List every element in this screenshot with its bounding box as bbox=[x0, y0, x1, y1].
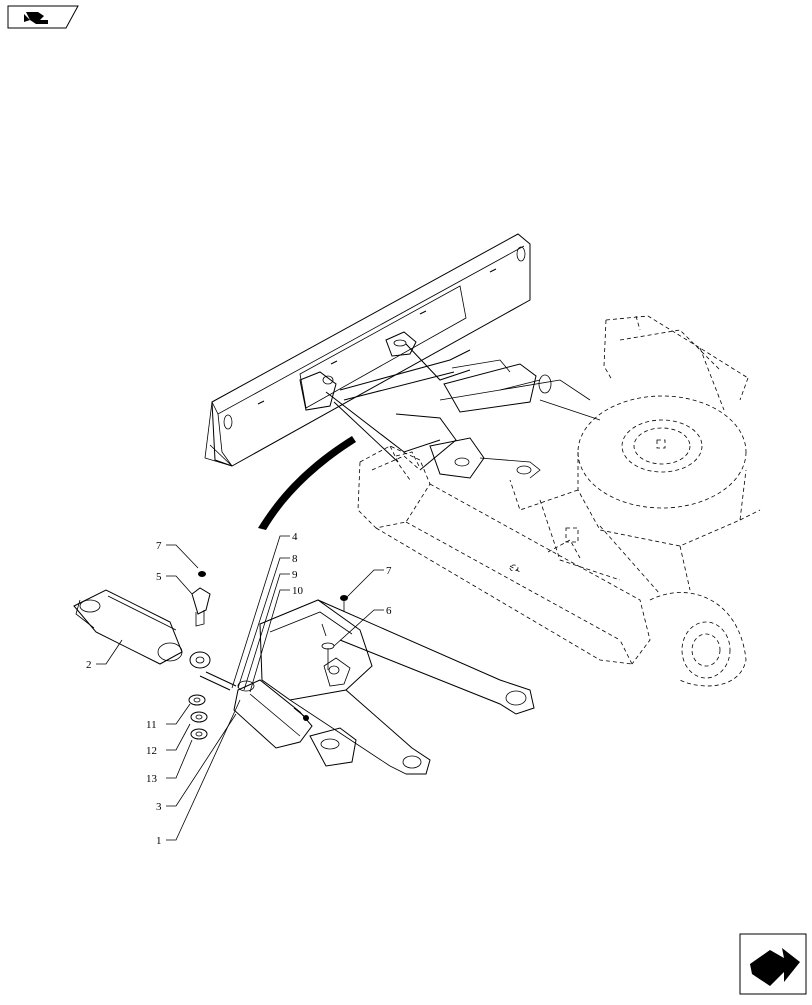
callout-3: 3 bbox=[156, 801, 162, 813]
assembly-direction-arrow bbox=[258, 436, 356, 530]
pin-and-washers bbox=[188, 571, 211, 740]
callout-4: 4 bbox=[292, 531, 298, 543]
callout-13: 13 bbox=[146, 773, 158, 785]
callout-leaders bbox=[96, 535, 384, 841]
previous-page-arrow-icon[interactable] bbox=[7, 5, 79, 29]
callout-9: 9 bbox=[292, 569, 298, 581]
hydraulic-cylinder-part bbox=[199, 671, 313, 749]
callout-8: 8 bbox=[292, 553, 298, 565]
callout-10: 10 bbox=[292, 585, 304, 597]
callout-12: 12 bbox=[146, 745, 157, 757]
callout-6: 6 bbox=[386, 605, 392, 617]
callout-labels: 7 5 2 11 12 13 3 1 4 8 9 10 7 6 bbox=[86, 531, 392, 847]
callout-2: 2 bbox=[86, 659, 92, 671]
callout-1: 1 bbox=[156, 835, 162, 847]
callout-5: 5 bbox=[156, 571, 162, 583]
callout-11: 11 bbox=[146, 719, 157, 731]
dozer-frame-part bbox=[259, 595, 535, 775]
cylinder-cover-part bbox=[73, 589, 183, 665]
dozer-blade bbox=[204, 233, 531, 467]
undercarriage-frame bbox=[357, 315, 761, 687]
callout-7: 7 bbox=[156, 540, 162, 552]
blade-push-frame bbox=[299, 331, 601, 479]
callout-7-frame: 7 bbox=[386, 565, 392, 577]
next-page-arrow-icon[interactable] bbox=[739, 933, 807, 995]
